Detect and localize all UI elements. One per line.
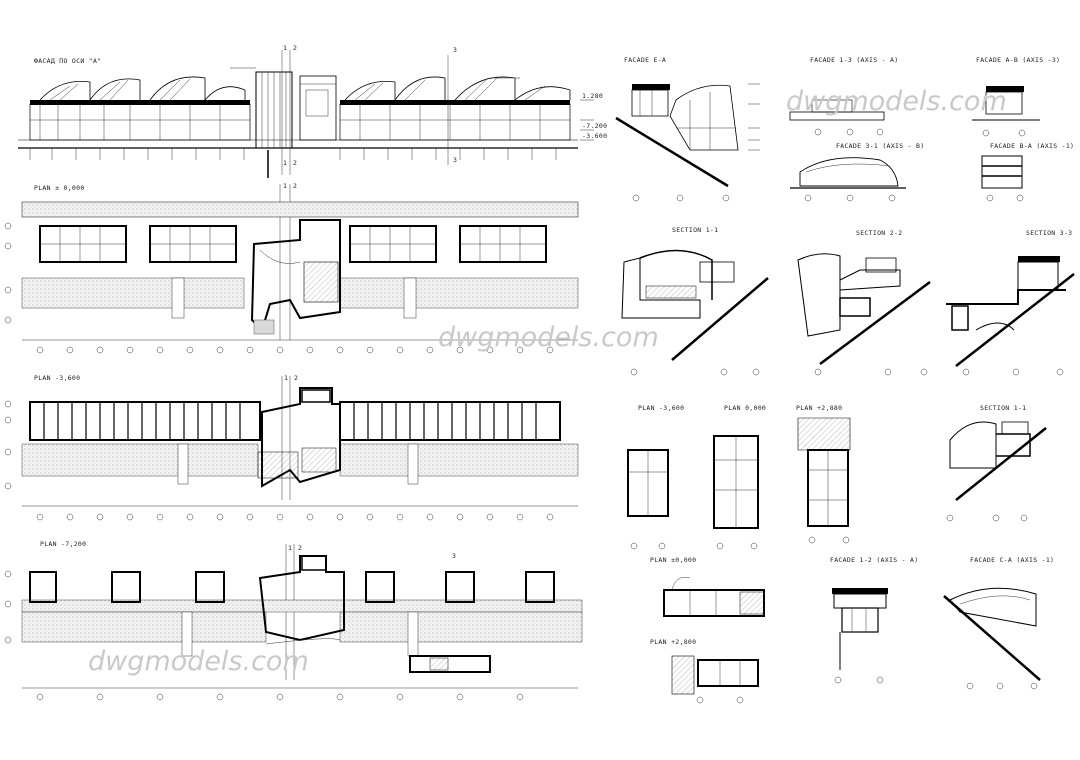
facade-b-a-drawing: FACADE B-A (AXIS -1) bbox=[981, 142, 1074, 202]
bottom-row-drawing: PLAN ±0,000 PLAN +2,800 FACADE 1-2 (AXIS… bbox=[650, 556, 1054, 704]
small-section-1-1-label: SECTION 1-1 bbox=[980, 404, 1026, 412]
plan-0-label: PLAN ± 0,000 bbox=[34, 184, 85, 192]
facade-c-a-label: FACADE C-A (AXIS -1) bbox=[970, 556, 1054, 564]
svg-text:3: 3 bbox=[453, 156, 457, 164]
section-2-2-label: SECTION 2-2 bbox=[856, 229, 902, 237]
section-1-1-drawing: SECTION 1-1 bbox=[621, 226, 769, 376]
facade-1-2-label: FACADE 1-2 (AXIS - A) bbox=[830, 556, 918, 564]
facade-3-1-label: FACADE 3-1 (AXIS - B) bbox=[836, 142, 924, 150]
svg-text:3: 3 bbox=[453, 46, 457, 54]
facade-e-a-drawing: FACADE E-A bbox=[615, 56, 760, 202]
section-3-3-label: SECTION 3-3 bbox=[1026, 229, 1072, 237]
watermark: dwgmodels.com bbox=[438, 322, 659, 353]
svg-text:1: 1 bbox=[283, 44, 287, 52]
section-3-3-drawing: SECTION 3-3 bbox=[946, 229, 1075, 376]
svg-text:1: 1 bbox=[283, 159, 287, 167]
facade-a-b-drawing: FACADE A-B (AXIS -3) bbox=[972, 56, 1060, 137]
svg-text:1: 1 bbox=[288, 544, 292, 552]
svg-text:-3.600: -3.600 bbox=[582, 132, 607, 140]
svg-text:2: 2 bbox=[293, 159, 297, 167]
small-plan-0-label: PLAN 0,000 bbox=[724, 404, 766, 412]
small-plan-pm0-label: PLAN ±0,000 bbox=[650, 556, 696, 564]
small-plan-2800-label: PLAN +2,800 bbox=[650, 638, 696, 646]
section-2-2-drawing: SECTION 2-2 bbox=[797, 229, 931, 376]
plan-m7200-label: PLAN -7,200 bbox=[40, 540, 86, 548]
svg-text:1: 1 bbox=[283, 182, 287, 190]
watermark: dwgmodels.com bbox=[88, 646, 309, 677]
plan-m3600-label: PLAN -3,600 bbox=[34, 374, 80, 382]
facade-a-label: ФАСАД ПО ОСИ "А" bbox=[34, 57, 101, 65]
small-plan-m3600-label: PLAN -3,600 bbox=[638, 404, 684, 412]
facade-3-1-drawing: FACADE 3-1 (AXIS - B) bbox=[790, 142, 924, 202]
svg-text:2: 2 bbox=[298, 544, 302, 552]
svg-text:1: 1 bbox=[284, 374, 288, 382]
facade-a-b-label: FACADE A-B (AXIS -3) bbox=[976, 56, 1060, 64]
small-plan-2880-label: PLAN +2,880 bbox=[796, 404, 842, 412]
facade-b-a-label: FACADE B-A (AXIS -1) bbox=[990, 142, 1074, 150]
facade-1-3-drawing: FACADE 1-3 (AXIS - A) bbox=[789, 56, 898, 136]
svg-text:-7.200: -7.200 bbox=[582, 122, 607, 130]
facade-a-drawing: ФАСАД ПО ОСИ "А" bbox=[18, 44, 607, 178]
facade-1-3-label: FACADE 1-3 (AXIS - A) bbox=[810, 56, 898, 64]
svg-text:2: 2 bbox=[294, 374, 298, 382]
small-plans-drawing: PLAN -3,600 PLAN 0,000 PLAN +2,880 SECTI… bbox=[627, 404, 1047, 550]
svg-text:2: 2 bbox=[293, 44, 297, 52]
watermark: dwgmodels.com bbox=[786, 86, 1007, 117]
section-1-1-label: SECTION 1-1 bbox=[672, 226, 718, 234]
svg-text:3: 3 bbox=[452, 552, 456, 560]
svg-text:1.280: 1.280 bbox=[582, 92, 603, 100]
svg-text:2: 2 bbox=[293, 182, 297, 190]
facade-e-a-label: FACADE E-A bbox=[624, 56, 666, 64]
